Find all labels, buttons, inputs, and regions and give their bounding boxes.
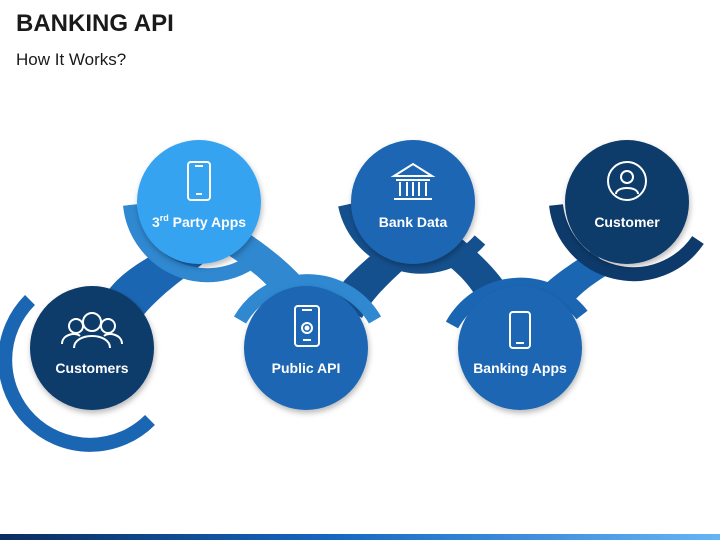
ring-arc-bank-data xyxy=(338,203,486,274)
person-icon xyxy=(607,161,647,201)
mobile-phone-icon xyxy=(509,311,531,349)
node-label-bank-data: Bank Data xyxy=(379,214,448,230)
ring-arc-customers xyxy=(0,295,155,452)
bank-building-icon xyxy=(390,162,436,200)
node-public-api: Public API xyxy=(244,286,368,410)
page-title: BANKING API xyxy=(16,10,174,37)
smartphone-icon xyxy=(187,161,211,201)
node-customer: Customer xyxy=(565,140,689,264)
group-icon xyxy=(61,312,123,349)
ring-arc-third-party xyxy=(123,204,271,283)
node-label-public-api: Public API xyxy=(272,360,341,376)
node-label-customer: Customer xyxy=(594,214,660,230)
ring-arc-customer xyxy=(549,204,704,282)
node-label-customers: Customers xyxy=(55,360,128,376)
page-subtitle: How It Works? xyxy=(16,50,127,69)
node-bank-data: Bank Data xyxy=(351,140,475,264)
ring-arc-banking-apps xyxy=(445,277,588,329)
label-third-party-superscript: rd xyxy=(160,213,169,223)
node-label-third-party-apps: 3rd Party Apps xyxy=(152,213,246,230)
node-banking-apps: Banking Apps xyxy=(458,286,582,410)
label-third-party-number: 3 xyxy=(152,214,160,230)
phone-settings-icon xyxy=(294,305,320,347)
label-third-party-rest: Party Apps xyxy=(169,214,246,230)
node-customers: Customers xyxy=(30,286,154,410)
node-label-banking-apps: Banking Apps xyxy=(473,360,567,376)
node-third-party-apps: 3rd Party Apps xyxy=(137,140,261,264)
ring-arc-public-api xyxy=(233,274,382,324)
footer-accent-bar xyxy=(0,534,720,540)
